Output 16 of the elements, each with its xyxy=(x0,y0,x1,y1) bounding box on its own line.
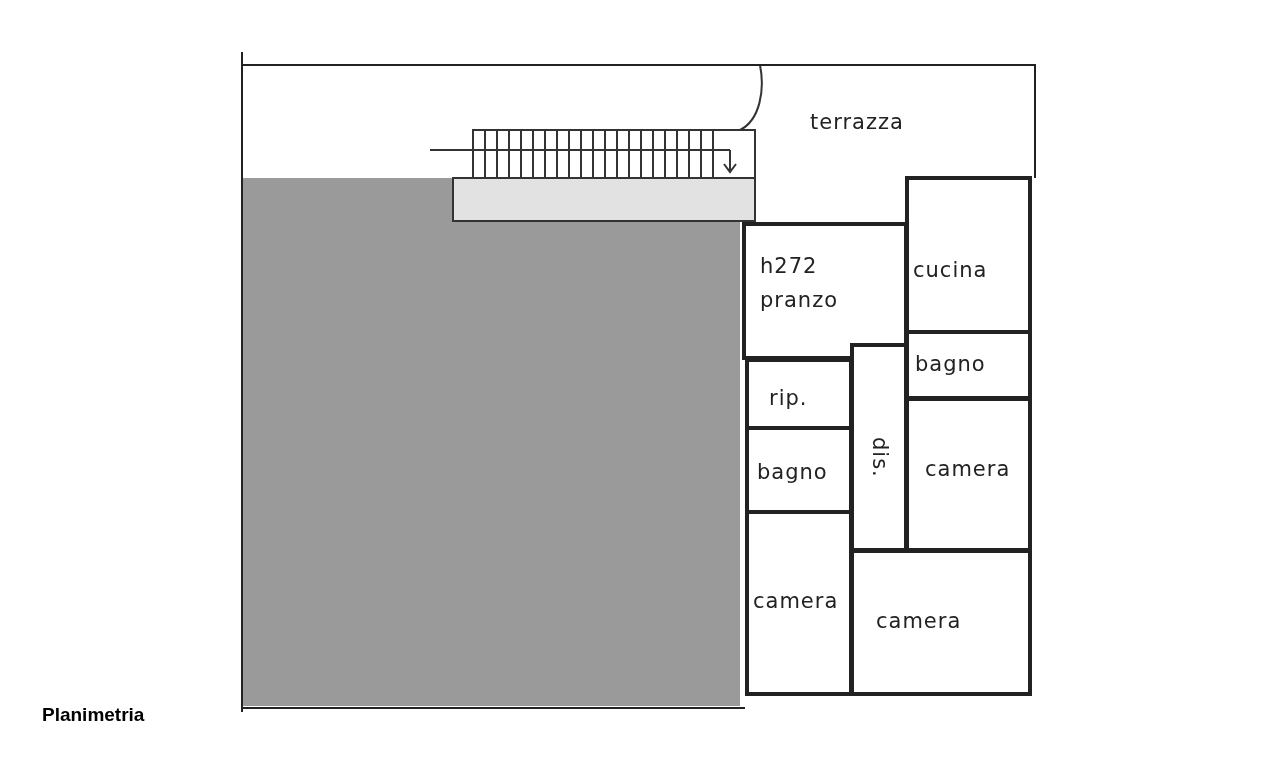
height-label: h272 xyxy=(760,254,818,278)
room xyxy=(850,549,1032,696)
room xyxy=(905,397,1032,552)
room-label: pranzo xyxy=(760,288,838,312)
room-label: bagno xyxy=(757,460,828,484)
room-label: terrazza xyxy=(810,110,904,134)
room-label: camera xyxy=(753,589,839,613)
room-label: camera xyxy=(876,609,962,633)
room-label: rip. xyxy=(769,386,808,410)
room-label: camera xyxy=(925,457,1011,481)
room xyxy=(850,343,908,552)
room-label: bagno xyxy=(915,352,986,376)
room xyxy=(742,222,908,360)
room-label: cucina xyxy=(913,258,988,282)
caption: Planimetria xyxy=(42,704,145,726)
room-label: dis. xyxy=(868,437,892,478)
